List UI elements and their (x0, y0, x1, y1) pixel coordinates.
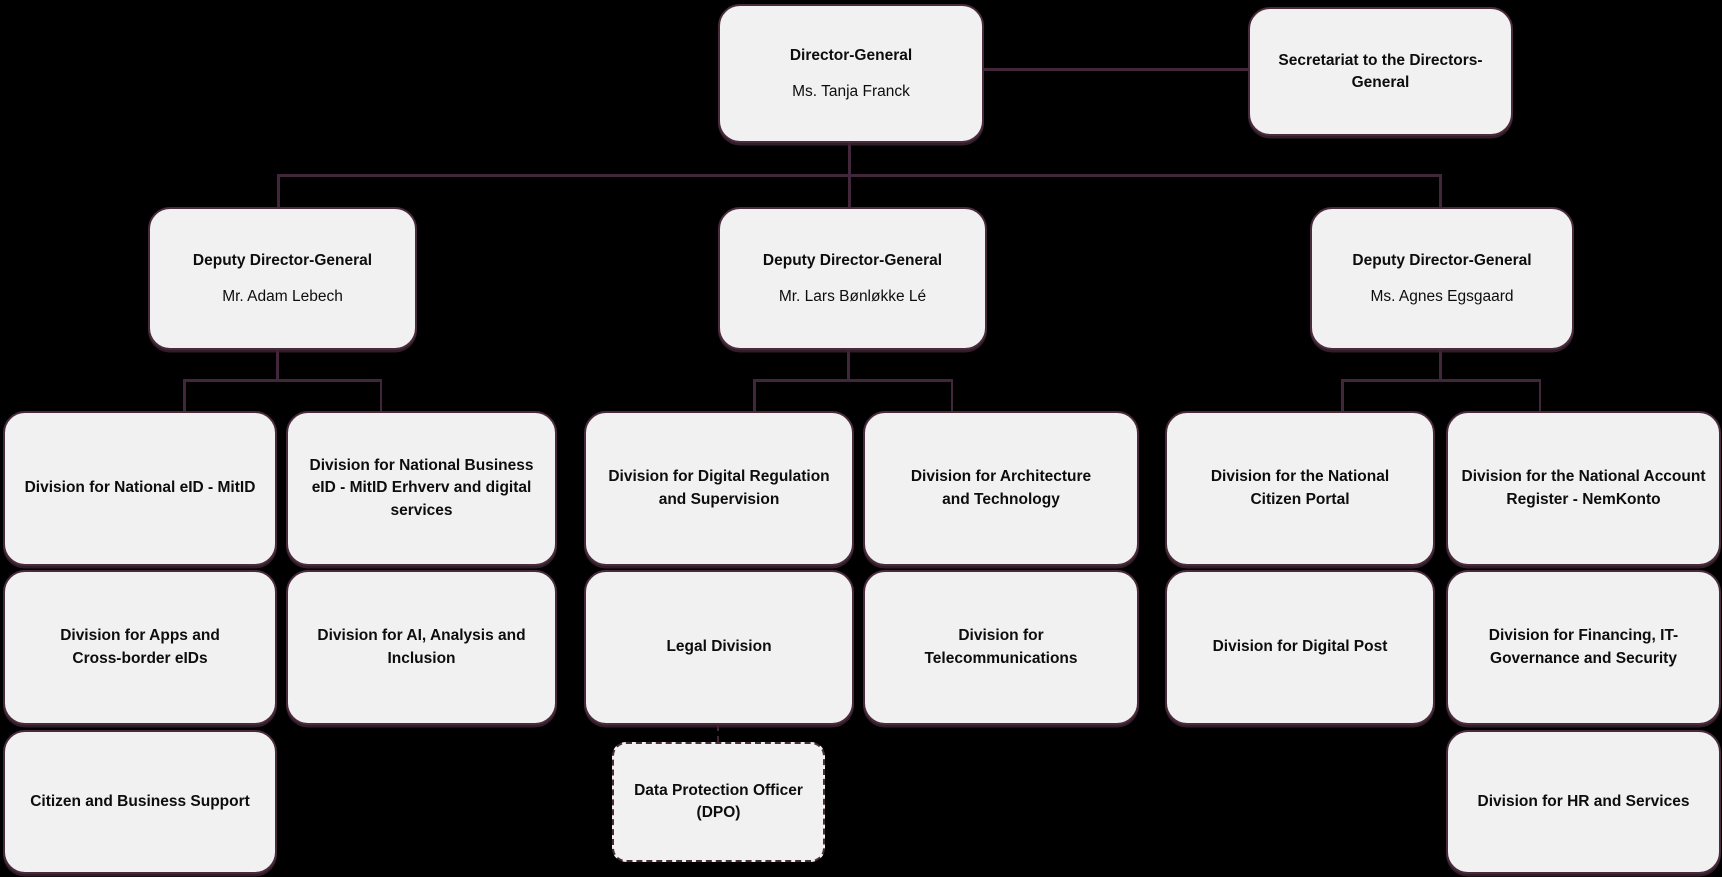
division-label: Citizen and Business Support (30, 792, 250, 810)
division-label: Division for Telecommunications (924, 627, 1078, 667)
director-general-name: Ms. Tanja Franck (792, 82, 910, 100)
org-node-division-digital-post: Division for Digital Post (1165, 570, 1435, 725)
org-node-data-protection-officer: Data Protection Officer (DPO) (612, 742, 825, 862)
org-node-division-hr-services: Division for HR and Services (1446, 730, 1721, 874)
division-label: Division for AI, Analysis and Inclusion (317, 627, 526, 667)
connector-group2-drop-right (950, 379, 953, 412)
connector-drop-deputy-3 (1439, 174, 1442, 207)
org-node-division-architecture-technology: Division for Architecture and Technology (863, 411, 1139, 566)
connector-group2-bar (753, 379, 953, 382)
org-node-division-national-business-eid: Division for National Business eID - Mit… (286, 411, 557, 566)
org-node-secretariat: Secretariat to the Directors-General (1248, 7, 1513, 136)
org-node-division-telecommunications: Division for Telecommunications (863, 570, 1139, 725)
division-label: Division for HR and Services (1477, 792, 1690, 810)
connector-group1-bar (183, 379, 382, 382)
division-label: Division for National eID - MitID (24, 479, 256, 497)
division-label: Legal Division (666, 638, 772, 656)
org-node-division-national-account-register: Division for the National Account Regist… (1446, 411, 1721, 566)
deputy-3-title: Deputy Director-General (1352, 252, 1532, 270)
org-node-division-digital-regulation-supervision: Division for Digital Regulation and Supe… (584, 411, 854, 566)
connector-group3-stub (1439, 350, 1442, 380)
deputy-2-name: Mr. Lars Bønløkke Lé (778, 287, 927, 305)
deputy-1-title: Deputy Director-General (192, 252, 373, 270)
org-node-division-national-citizen-portal: Division for the National Citizen Portal (1165, 411, 1435, 566)
division-label: Division for the National Citizen Portal (1210, 468, 1390, 508)
deputy-3-name: Ms. Agnes Egsgaard (1370, 287, 1514, 305)
division-label: Division for Apps and Cross-border eIDs (60, 627, 220, 667)
secretariat-title: Secretariat to the Directors-General (1278, 51, 1483, 91)
connector-group1-drop-right (379, 379, 382, 412)
connector-group1-drop-left (183, 379, 186, 412)
division-label: Division for Architecture and Technology (910, 468, 1092, 508)
org-node-division-apps-cross-border-eids: Division for Apps and Cross-border eIDs (3, 570, 277, 725)
deputy-1-name: Mr. Adam Lebech (222, 287, 343, 305)
org-node-division-ai-analysis-inclusion: Division for AI, Analysis and Inclusion (286, 570, 557, 725)
org-node-legal-division: Legal Division (584, 570, 854, 725)
org-node-deputy-2: Deputy Director-General Mr. Lars Bønløkk… (718, 207, 987, 350)
connector-group2-drop-left (753, 379, 756, 412)
division-label: Division for the National Account Regist… (1461, 468, 1706, 508)
connector-drop-deputy-1 (277, 174, 280, 207)
org-node-deputy-1: Deputy Director-General Mr. Adam Lebech (148, 207, 417, 350)
connector-group1-stub (276, 350, 279, 380)
connector-group3-bar (1341, 379, 1541, 382)
org-node-deputy-3: Deputy Director-General Ms. Agnes Egsgaa… (1310, 207, 1574, 350)
division-label: Division for Digital Post (1212, 638, 1388, 656)
dpo-label: Data Protection Officer (DPO) (634, 781, 803, 821)
division-label: Division for Digital Regulation and Supe… (608, 468, 830, 508)
connector-trunk-bar (277, 174, 1441, 177)
connector-group3-drop-left (1341, 379, 1344, 412)
org-node-director-general: Director-General Ms. Tanja Franck (718, 4, 984, 143)
org-node-citizen-business-support: Citizen and Business Support (3, 730, 277, 874)
connector-group2-stub (847, 350, 850, 380)
connector-dg-secretariat (984, 68, 1248, 71)
division-label: Division for Financing, IT-Governance an… (1488, 627, 1679, 667)
connector-group3-drop-right (1538, 379, 1541, 412)
org-node-division-national-eid-mitid: Division for National eID - MitID (3, 411, 277, 566)
director-general-title: Director-General (789, 47, 913, 65)
connector-legal-dpo-dashed (717, 725, 719, 742)
deputy-2-title: Deputy Director-General (762, 252, 943, 270)
division-label: Division for National Business eID - Mit… (309, 456, 534, 519)
org-node-division-financing-it-governance-security: Division for Financing, IT-Governance an… (1446, 570, 1721, 725)
